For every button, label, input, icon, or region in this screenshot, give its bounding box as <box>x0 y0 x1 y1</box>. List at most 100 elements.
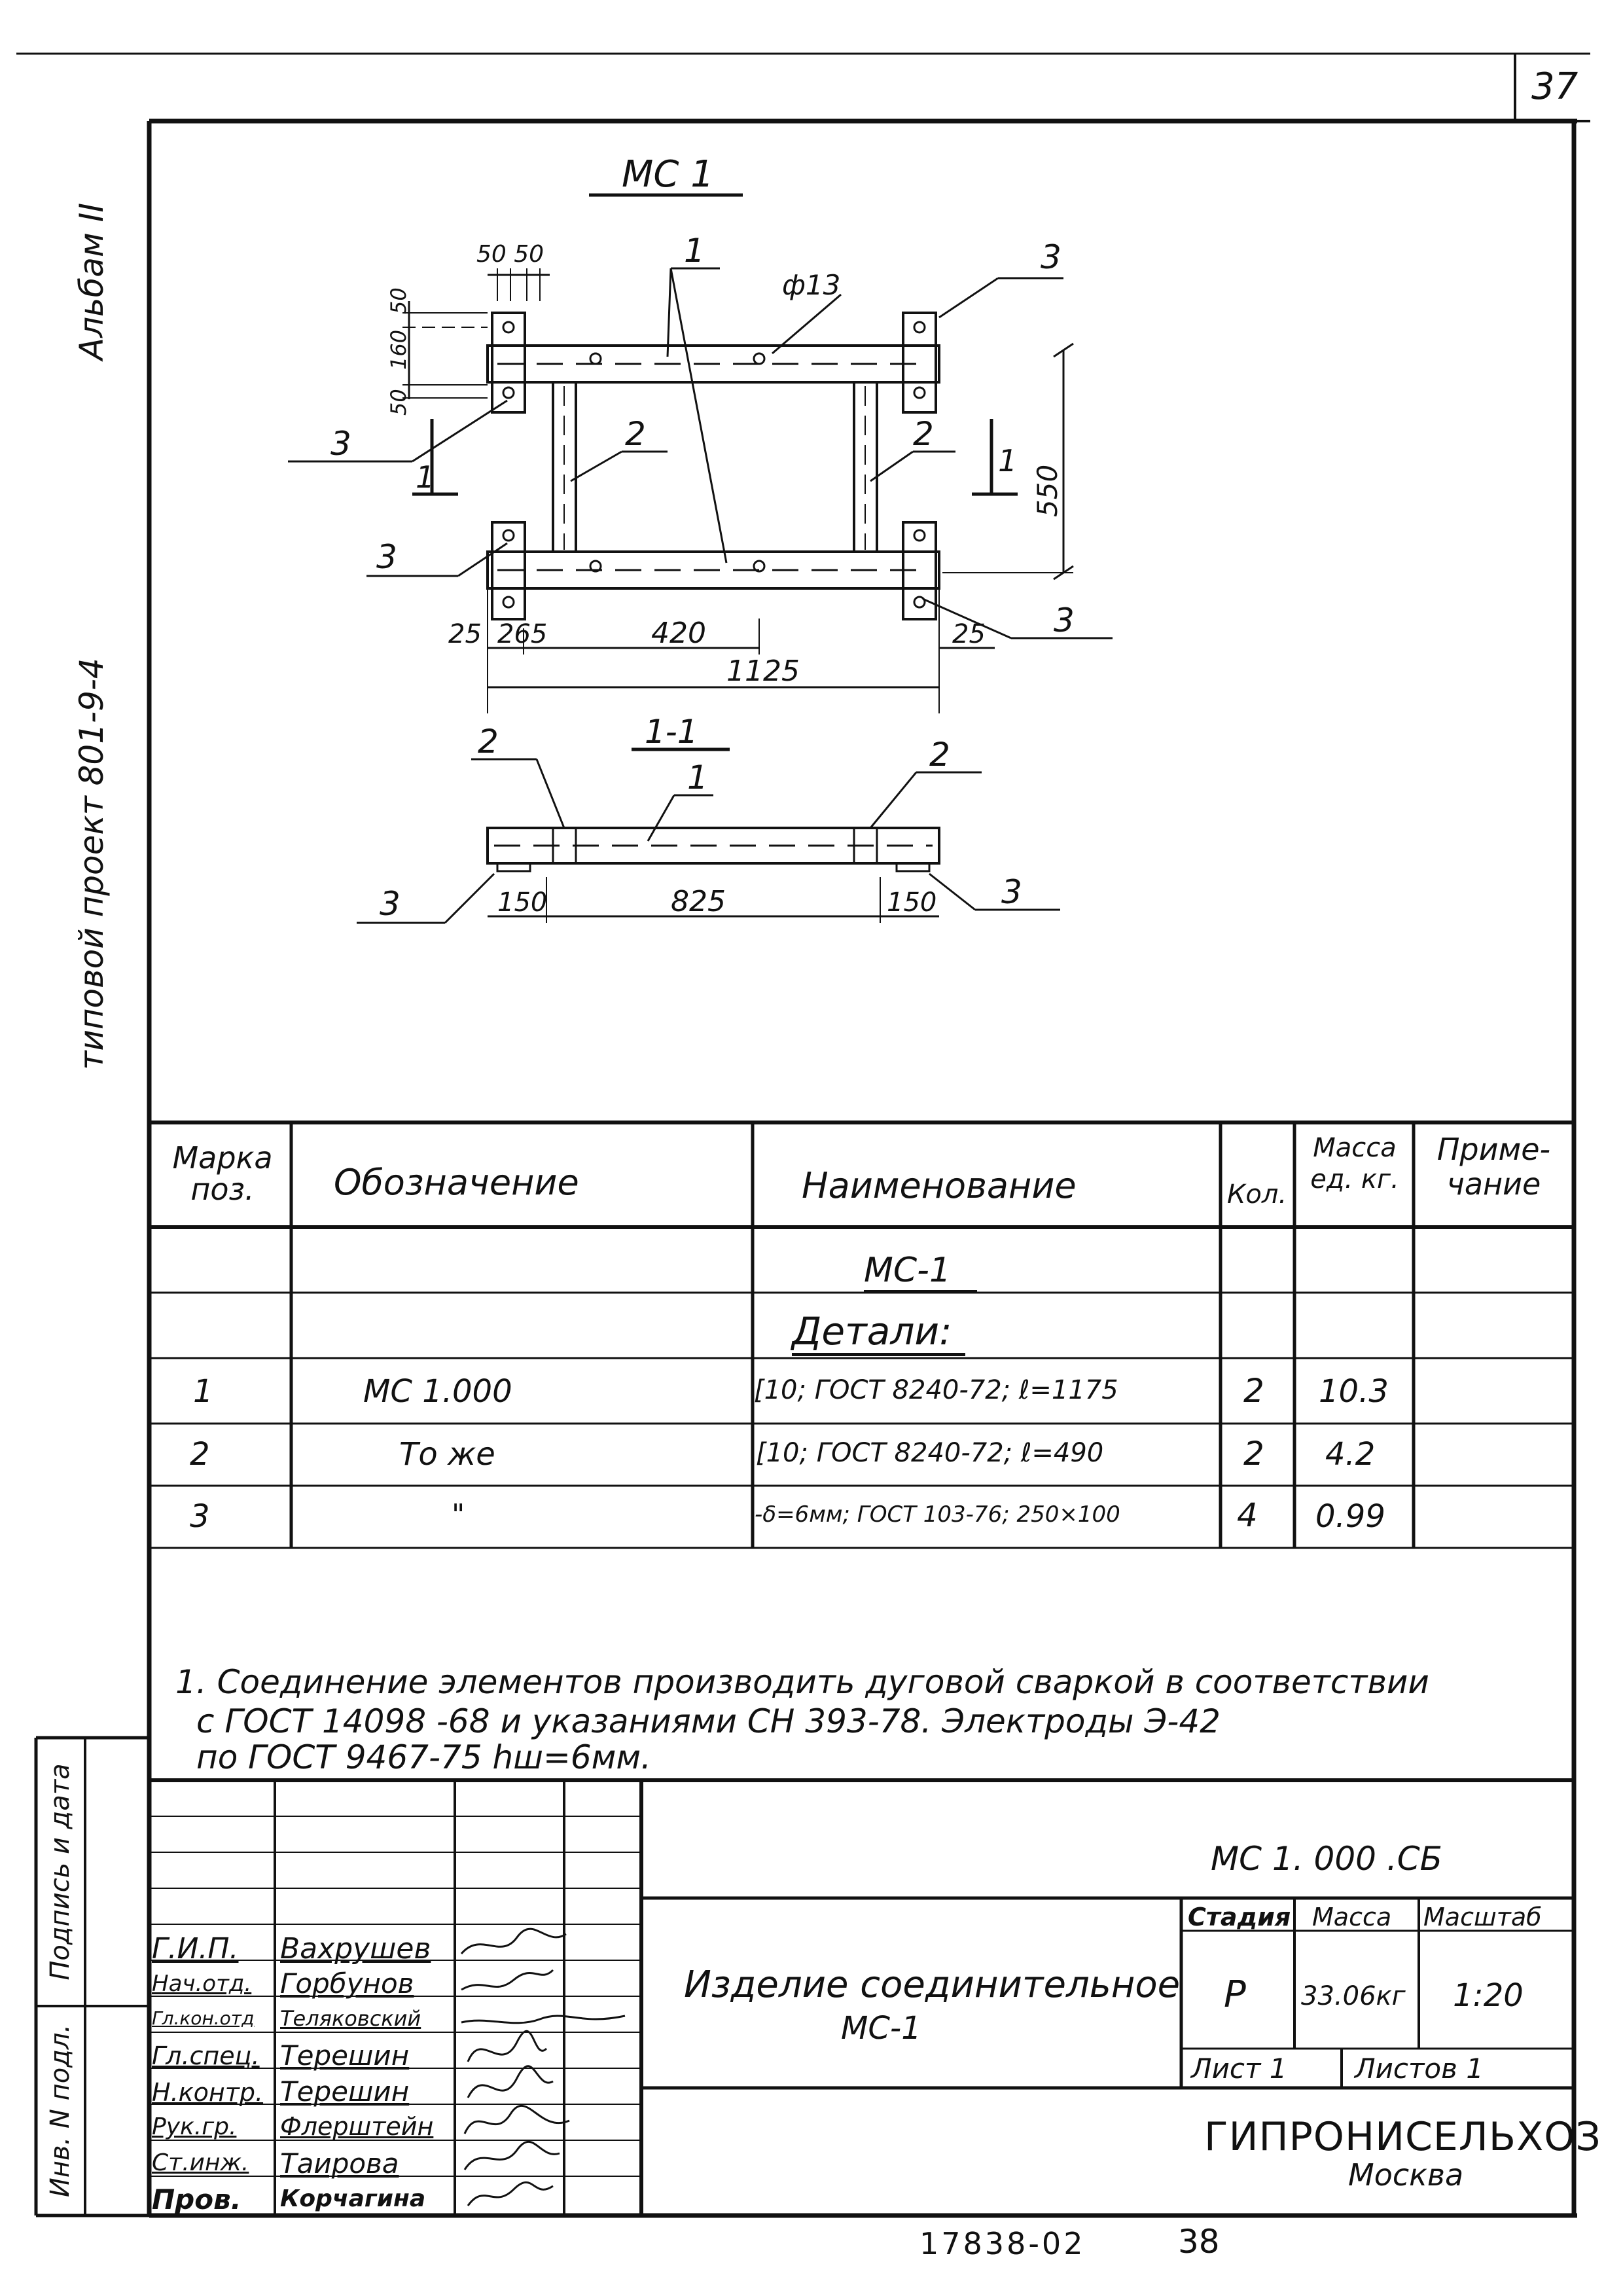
dim-1125: 1125 <box>726 655 800 688</box>
section-mark-pos2-left: 2 <box>478 723 499 761</box>
note-line-3: по ГОСТ 9467-75 hш=6мм. <box>196 1738 652 1776</box>
dim-50-lower: 50 <box>386 389 411 416</box>
cut-mark-left: 1 <box>416 459 435 495</box>
row1-designation: МС 1.000 <box>363 1373 512 1410</box>
assembly-drawing: МС 1 1 ф13 3 3 2 2 3 3 1 1 50 50 50 160 … <box>288 153 1113 924</box>
row3-name: -δ=6мм; ГОСТ 103-76; 250×100 <box>755 1501 1120 1528</box>
group-title: МС-1 <box>864 1253 978 1293</box>
role-3: Гл.кон.отд <box>152 2007 255 2029</box>
product-name-line-2: МС-1 <box>841 2010 921 2047</box>
sign-date-label: Подпись и дата <box>45 1763 75 1981</box>
stage-label: Стадия <box>1188 1903 1291 1931</box>
header-name: Наименование <box>802 1165 1077 1206</box>
product-name-line-1: Изделие соединительное <box>684 1964 1181 2006</box>
dim-25-left: 25 <box>448 619 482 649</box>
section-title: 1-1 <box>645 713 698 751</box>
dim-25-right: 25 <box>952 619 986 649</box>
row3-mass: 0.99 <box>1315 1498 1385 1535</box>
section-mark-pos3-right: 3 <box>1001 873 1022 911</box>
mark-pos3-lower-right: 3 <box>1054 601 1075 639</box>
bottom-page-number: 38 <box>1178 2223 1220 2261</box>
plate-bottom-left <box>491 521 526 620</box>
role-4: Гл.спец. <box>152 2041 260 2070</box>
mark-pos1-top: 1 <box>684 232 705 270</box>
row1-mass: 10.3 <box>1319 1373 1389 1410</box>
dim-160: 160 <box>386 330 411 370</box>
person-3: Теляковский <box>280 2006 421 2031</box>
mark-pos2-left: 2 <box>625 415 646 453</box>
role-1: Г.И.П. <box>152 1932 239 1965</box>
mark-pos2-right: 2 <box>913 415 934 453</box>
row2-mass: 4.2 <box>1325 1436 1376 1473</box>
section-mark-pos2-right: 2 <box>929 736 950 774</box>
header-mark: Марка поз. <box>172 1140 273 1208</box>
doc-code: МС 1. 000 .СБ <box>1211 1840 1442 1878</box>
page-number: 37 <box>1531 65 1578 108</box>
plate-top-left <box>491 312 526 414</box>
plate-top-right <box>902 312 937 414</box>
section-mark-pos1: 1 <box>687 759 708 797</box>
dim-550: 550 <box>1031 465 1063 517</box>
section-dim-150-right: 150 <box>887 888 936 918</box>
role-8: Пров. <box>152 2183 241 2215</box>
section-dim-150-left: 150 <box>497 888 547 918</box>
row2-designation: То же <box>399 1436 495 1473</box>
row2-name: [10; ГОСТ 8240-72; ℓ=490 <box>756 1438 1104 1468</box>
dim-50-50: 50 50 <box>476 241 544 268</box>
row1-name: [10; ГОСТ 8240-72; ℓ=1175 <box>754 1375 1118 1405</box>
row1-qty: 2 <box>1243 1372 1264 1410</box>
role-5: Н.контр. <box>152 2078 264 2107</box>
scale-label: Масштаб <box>1423 1903 1542 1931</box>
mark-pos3-left: 3 <box>330 425 351 463</box>
dim-420: 420 <box>651 617 706 650</box>
group-subtitle: Детали: <box>792 1312 965 1356</box>
mark-pos3-top-right: 3 <box>1041 238 1061 276</box>
row1-mark: 1 <box>193 1373 213 1410</box>
person-5: Терешин <box>280 2075 410 2108</box>
role-2: Нач.отд. <box>152 1971 252 1997</box>
role-7: Ст.инж. <box>152 2149 249 2176</box>
person-4: Терешин <box>280 2039 410 2072</box>
bottom-channel <box>486 550 940 590</box>
inv-number-label: Инв. N подл. <box>45 2024 75 2198</box>
header-qty: Кол. <box>1227 1179 1287 1210</box>
mass-value: 33.06кг <box>1301 1981 1406 2011</box>
person-8: Корчагина <box>280 2185 426 2212</box>
signatures <box>460 1928 626 2206</box>
top-channel <box>486 344 940 384</box>
drawing-title: МС 1 <box>622 153 714 196</box>
mark-pos3-lower-left: 3 <box>376 538 397 576</box>
organization-city: Москва <box>1348 2157 1464 2193</box>
header-designation: Обозначение <box>334 1162 579 1203</box>
row3-mark: 3 <box>190 1498 210 1535</box>
scale-value: 1:20 <box>1453 1977 1524 2014</box>
row3-qty: 4 <box>1237 1496 1258 1534</box>
header-mass: Масса ед. кг. <box>1310 1133 1399 1194</box>
mass-label: Масса <box>1312 1903 1392 1931</box>
stage-value: Р <box>1224 1973 1246 2016</box>
hole-diameter: ф13 <box>782 269 840 301</box>
right-post <box>853 381 878 553</box>
plate-bottom-right <box>902 521 937 620</box>
section-dim-825: 825 <box>671 885 726 918</box>
archive-number: 17838-02 <box>919 2226 1086 2261</box>
dim-265: 265 <box>497 619 547 649</box>
row3-designation: " <box>452 1498 465 1532</box>
note-line-2: с ГОСТ 14098 -68 и указаниями СН 393-78.… <box>196 1702 1221 1740</box>
organization-name: ГИПРОНИСЕЛЬХОЗ <box>1204 2114 1601 2160</box>
note-line-1: 1. Соединение элементов производить дуго… <box>175 1663 1429 1701</box>
sheet-count: Листов 1 <box>1355 2053 1484 2085</box>
header-note: Приме- чание <box>1436 1132 1551 1202</box>
role-6: Рук.гр. <box>152 2113 237 2140</box>
dim-50-upper: 50 <box>386 287 411 314</box>
person-6: Флерштейн <box>280 2112 434 2141</box>
sheet-number: Лист 1 <box>1191 2053 1287 2085</box>
person-7: Таирова <box>280 2147 399 2179</box>
cut-mark-right: 1 <box>998 443 1017 478</box>
person-2: Горбунов <box>280 1967 414 2000</box>
left-post <box>552 381 577 553</box>
row2-qty: 2 <box>1243 1435 1264 1473</box>
person-1: Вахрушев <box>280 1932 431 1965</box>
section-mark-pos3-left: 3 <box>380 885 401 923</box>
